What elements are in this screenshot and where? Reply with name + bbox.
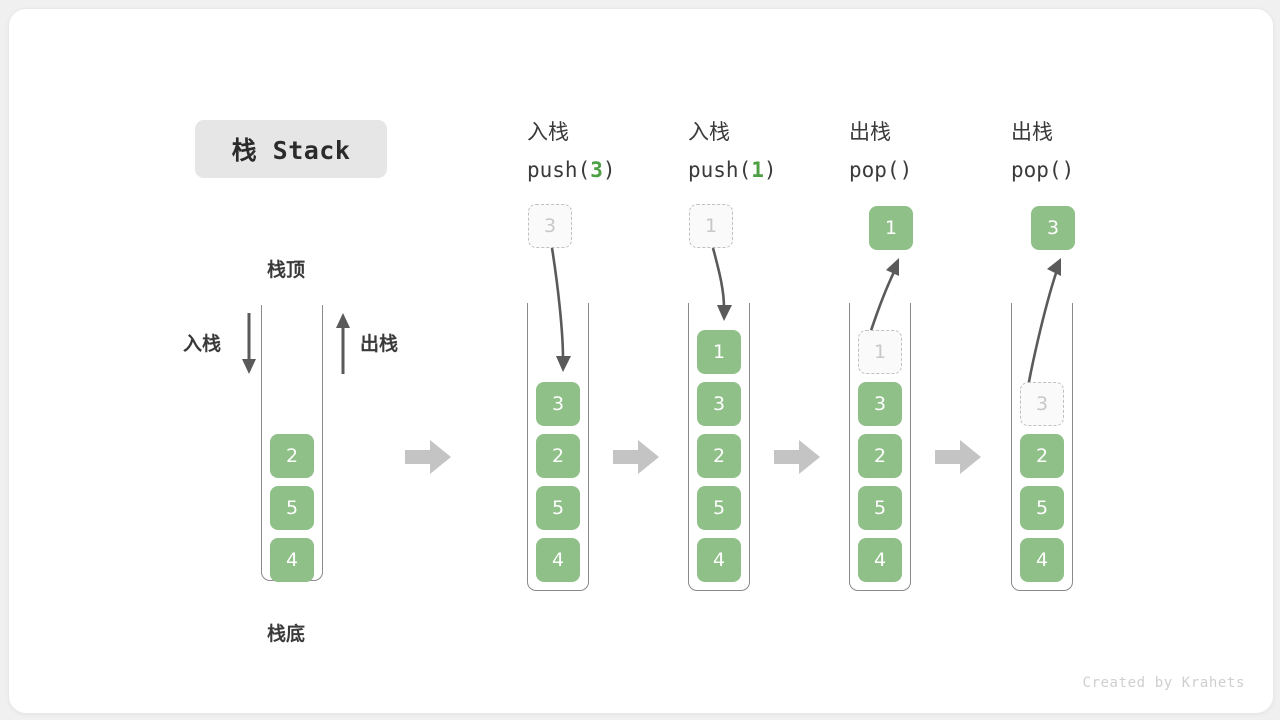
operation-code: pop() (1011, 158, 1075, 182)
stack-cell: 5 (858, 486, 902, 530)
popped-element: 1 (869, 206, 913, 250)
stack-cell: 4 (1020, 538, 1064, 582)
stack-cell: 4 (536, 538, 580, 582)
push-motion-arrow-icon (711, 247, 732, 321)
operation-argument: 3 (590, 158, 603, 182)
stack-container (527, 303, 589, 591)
column-operation-label: 出栈 pop() (849, 113, 912, 189)
operation-code: pop() (849, 158, 913, 182)
footer-credit: Created by Krahets (1082, 675, 1245, 691)
push-motion-arrow-icon (550, 247, 571, 372)
stack-cell: 2 (270, 434, 314, 478)
operation-name-cn: 出栈 (849, 120, 891, 144)
incoming-element: 1 (689, 204, 733, 248)
pop-direction-label: 出栈 (360, 333, 399, 355)
column-operation-label: 出栈 pop() (1011, 113, 1074, 189)
pop-direction-arrow-icon (336, 313, 350, 374)
stack-cell: 4 (697, 538, 741, 582)
transition-arrow-icon (774, 440, 820, 474)
stack-cell: 2 (536, 434, 580, 478)
stack-cell: 5 (270, 486, 314, 530)
incoming-element: 3 (528, 204, 572, 248)
push-direction-arrow-icon (242, 313, 256, 374)
push-direction-label: 入栈 (183, 333, 222, 355)
stack-cell: 4 (270, 538, 314, 582)
stack-cell: 2 (858, 434, 902, 478)
stack-cell: 2 (697, 434, 741, 478)
stack-column-push-3: 入栈 push(3) 3 3 2 5 4 (527, 113, 647, 603)
diagram-title-badge: 栈 Stack (195, 120, 387, 178)
operation-name-cn: 出栈 (1011, 120, 1053, 144)
stack-container (688, 303, 750, 591)
operation-code: push(3) (527, 158, 616, 182)
stack-cell: 5 (536, 486, 580, 530)
stack-cell: 1 (697, 330, 741, 374)
stack-container (1011, 303, 1073, 591)
stack-cell-outgoing: 1 (858, 330, 902, 374)
stack-cell: 3 (858, 382, 902, 426)
operation-code: push(1) (688, 158, 777, 182)
stack-column-pop-1: 出栈 pop() 1 1 3 2 5 4 (849, 113, 969, 603)
page-title: 栈 Stack (231, 136, 351, 165)
stack-cell: 3 (536, 382, 580, 426)
diagram-card: 栈 Stack 栈顶 入栈 出栈 2 5 4 栈底 入栈 (8, 8, 1274, 714)
operation-name-cn: 入栈 (527, 120, 569, 144)
stack-bottom-label: 栈底 (267, 623, 306, 645)
stack-top-label: 栈顶 (267, 259, 306, 281)
transition-arrow-icon (613, 440, 659, 474)
popped-element: 3 (1031, 206, 1075, 250)
stack-column-push-1: 入栈 push(1) 1 1 3 2 5 4 (688, 113, 808, 603)
stack-cell: 2 (1020, 434, 1064, 478)
stack-column-pop-3: 出栈 pop() 3 3 2 5 4 (1011, 113, 1131, 603)
stack-cell: 5 (1020, 486, 1064, 530)
transition-arrow-icon (405, 440, 451, 474)
operation-name-cn: 入栈 (688, 120, 730, 144)
stack-container (849, 303, 911, 591)
stack-cell: 3 (697, 382, 741, 426)
operation-argument: 1 (751, 158, 764, 182)
transition-arrow-icon (935, 440, 981, 474)
stack-column-initial: 栈顶 入栈 出栈 2 5 4 栈底 (183, 199, 399, 645)
stack-cell: 4 (858, 538, 902, 582)
stack-cell-outgoing: 3 (1020, 382, 1064, 426)
column-operation-label: 入栈 push(3) (527, 113, 616, 189)
stack-cell: 5 (697, 486, 741, 530)
column-operation-label: 入栈 push(1) (688, 113, 777, 189)
